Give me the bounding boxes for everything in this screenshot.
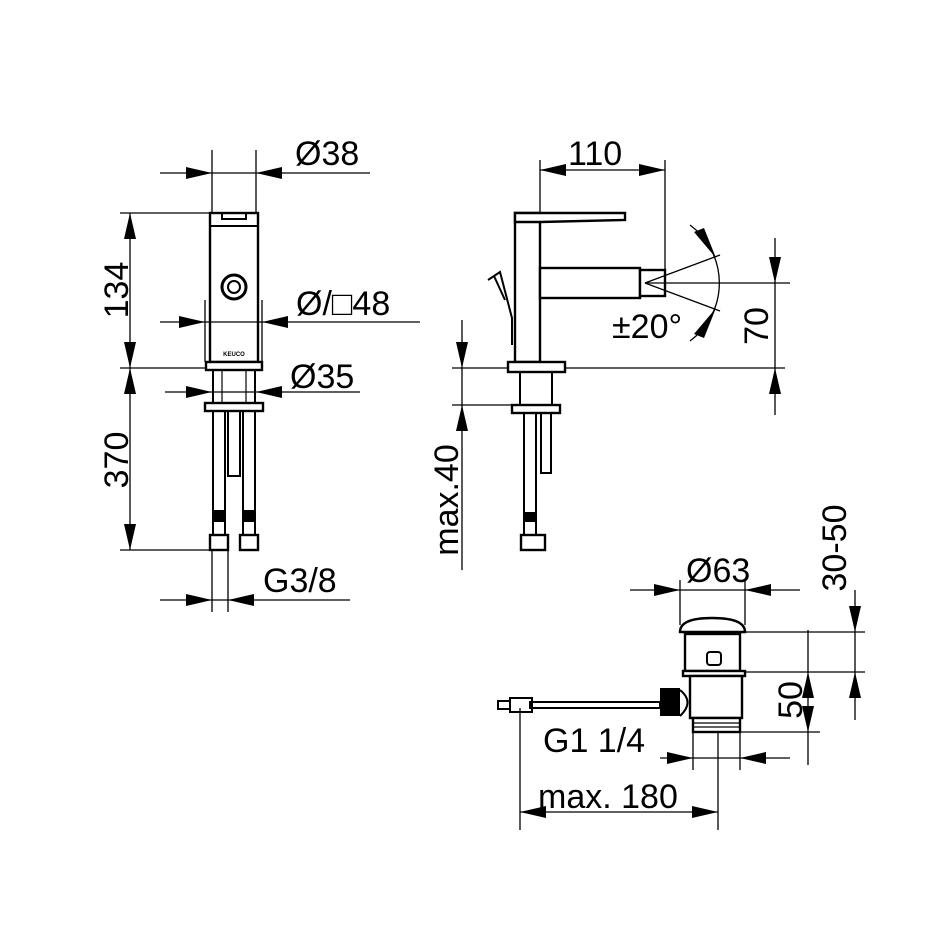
waste-set-view [497,616,747,734]
dimension-arrow [256,167,282,179]
dimension-arrow [769,257,781,283]
dim-diameter-top: Ø38 [295,135,359,173]
dim-hose-length: 370 [98,432,136,489]
dimension-arrow [692,806,718,818]
dim-thread: G1 1/4 [543,722,645,760]
dim-stroke: 30-50 [816,505,854,592]
dimension-arrow [186,386,212,398]
front-view [203,211,265,552]
dimension-arrow [456,342,468,368]
dim-height-body: 134 [98,262,136,319]
dimension-arrow [849,672,861,698]
dim-spout-height: 70 [738,307,776,345]
dim-max-length: max. 180 [538,778,678,816]
dimension-arrow [769,368,781,394]
dimension-arrow [667,752,693,764]
dimension-arrow [802,706,814,732]
angle-arrow [694,308,716,338]
dimension-arrow [179,316,205,328]
dimension-arrow [745,584,771,596]
dim-max-thickness: max.40 [428,444,466,556]
dim-projection: 110 [568,135,622,173]
dimension-arrow [262,316,288,328]
dim-diameter-stem: Ø35 [290,358,354,396]
dim-diameter-plug: Ø63 [686,552,750,590]
dimension-arrow [124,342,136,368]
dimension-arrow [456,405,468,431]
dim-connection: G3/8 [263,562,337,600]
brand-logo: KEUCO [223,352,245,358]
dim-diameter-body: Ø/□48 [296,285,390,323]
dimension-arrow [124,213,136,239]
dimension-arrow [228,594,254,606]
dimension-lines [120,150,865,830]
dimension-arrow [849,606,861,632]
dimension-arrow [520,806,546,818]
dimension-arrow [802,672,814,698]
dimension-arrow [186,167,212,179]
dimension-arrow [256,386,282,398]
dimension-line [644,254,721,284]
angle-arrow [694,228,716,258]
dimension-line [644,282,721,312]
dimension-arrow [540,164,566,176]
dimension-arrow [740,752,766,764]
dimension-arrow [124,368,136,394]
dimension-arrow [654,584,680,596]
dim-body-height: 50 [772,681,810,719]
dim-swivel-angle: ±20° [612,308,682,346]
side-view [487,211,667,552]
dimension-arrow [639,164,665,176]
dimension-arrow [124,524,136,550]
dimension-arrow [186,594,212,606]
